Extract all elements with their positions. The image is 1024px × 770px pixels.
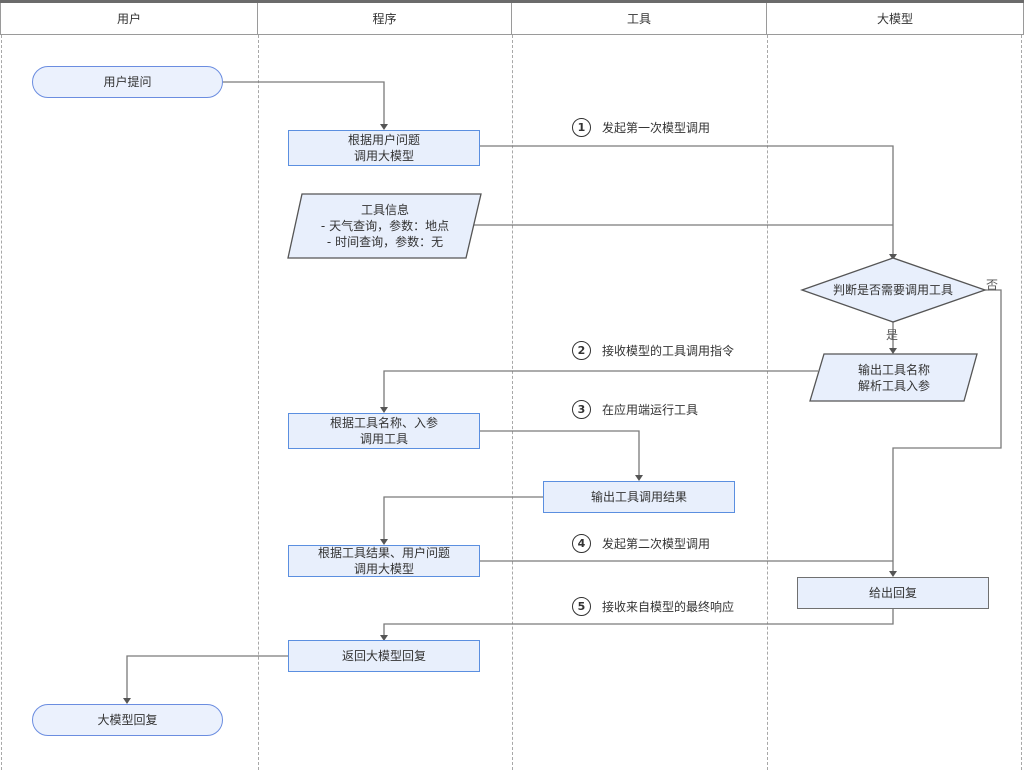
step-4-annotation: 4 发起第二次模型调用 bbox=[572, 534, 710, 553]
arrowhead bbox=[889, 571, 897, 577]
arrowhead bbox=[380, 539, 388, 545]
arrowhead bbox=[380, 635, 388, 641]
arrowhead bbox=[380, 124, 388, 130]
step-number-badge: 1 bbox=[572, 118, 591, 137]
step-label: 发起第一次模型调用 bbox=[602, 121, 711, 135]
data-tool-info[interactable]: 工具信息 - 天气查询，参数：地点 - 时间查询，参数：无 bbox=[320, 203, 450, 249]
edge-decision-no bbox=[892, 289, 1002, 571]
edge-return-to-final bbox=[126, 655, 288, 698]
step-number-badge: 3 bbox=[572, 400, 591, 419]
process-call-llm-second[interactable]: 根据工具结果、用户问题 调用大模型 bbox=[288, 545, 480, 577]
process-call-tool[interactable]: 根据工具名称、入参 调用工具 bbox=[288, 413, 480, 449]
process-return-reply[interactable]: 返回大模型回复 bbox=[288, 640, 480, 672]
arrowhead bbox=[635, 475, 643, 481]
data-output-tool-name[interactable]: 输出工具名称 解析工具入参 bbox=[857, 362, 930, 393]
arrowhead bbox=[889, 348, 897, 354]
step-1-annotation: 1 发起第一次模型调用 bbox=[572, 118, 710, 137]
edge-calltool-to-result bbox=[480, 430, 640, 475]
start-user-question[interactable]: 用户提问 bbox=[32, 66, 223, 98]
end-llm-reply[interactable]: 大模型回复 bbox=[32, 704, 223, 736]
step-label: 接收来自模型的最终响应 bbox=[602, 600, 735, 614]
lane-header-program: 程序 bbox=[258, 3, 512, 35]
step-label: 接收模型的工具调用指令 bbox=[602, 344, 735, 358]
edge-question-to-call bbox=[223, 81, 385, 124]
lane-divider bbox=[767, 35, 768, 770]
lane-header-user: 用户 bbox=[0, 3, 258, 35]
decision-need-tool[interactable]: 判断是否需要调用工具 bbox=[832, 283, 953, 297]
step-label: 发起第二次模型调用 bbox=[602, 537, 711, 551]
step-3-annotation: 3 在应用端运行工具 bbox=[572, 400, 698, 419]
process-call-llm-first[interactable]: 根据用户问题 调用大模型 bbox=[288, 130, 480, 166]
decision-shape bbox=[800, 257, 987, 323]
lane-header-llm: 大模型 bbox=[767, 3, 1024, 35]
edge-output-to-calltool bbox=[383, 370, 818, 407]
step-5-annotation: 5 接收来自模型的最终响应 bbox=[572, 597, 734, 616]
edge-reply-to-return bbox=[383, 609, 894, 635]
edge-result-to-call2 bbox=[383, 496, 543, 539]
lane-divider bbox=[1021, 35, 1022, 770]
output-tool-shape bbox=[809, 353, 978, 402]
arrowhead bbox=[380, 407, 388, 413]
process-give-reply[interactable]: 给出回复 bbox=[797, 577, 989, 609]
lane-divider bbox=[258, 35, 259, 770]
step-number-badge: 4 bbox=[572, 534, 591, 553]
arrowhead bbox=[889, 254, 897, 260]
lane-divider bbox=[512, 35, 513, 770]
step-number-badge: 5 bbox=[572, 597, 591, 616]
step-label: 在应用端运行工具 bbox=[602, 403, 699, 417]
top-strip bbox=[0, 0, 1024, 3]
edge-call1-to-decision bbox=[480, 145, 894, 254]
step-number-badge: 2 bbox=[572, 341, 591, 360]
lane-header-tool: 工具 bbox=[512, 3, 767, 35]
branch-no-label: 否 bbox=[986, 278, 999, 292]
step-2-annotation: 2 接收模型的工具调用指令 bbox=[572, 341, 734, 360]
branch-yes-label: 是 bbox=[886, 328, 899, 342]
process-tool-result[interactable]: 输出工具调用结果 bbox=[543, 481, 735, 513]
tool-info-shape bbox=[287, 193, 482, 259]
lane-divider bbox=[1, 35, 2, 770]
arrowhead bbox=[123, 698, 131, 704]
